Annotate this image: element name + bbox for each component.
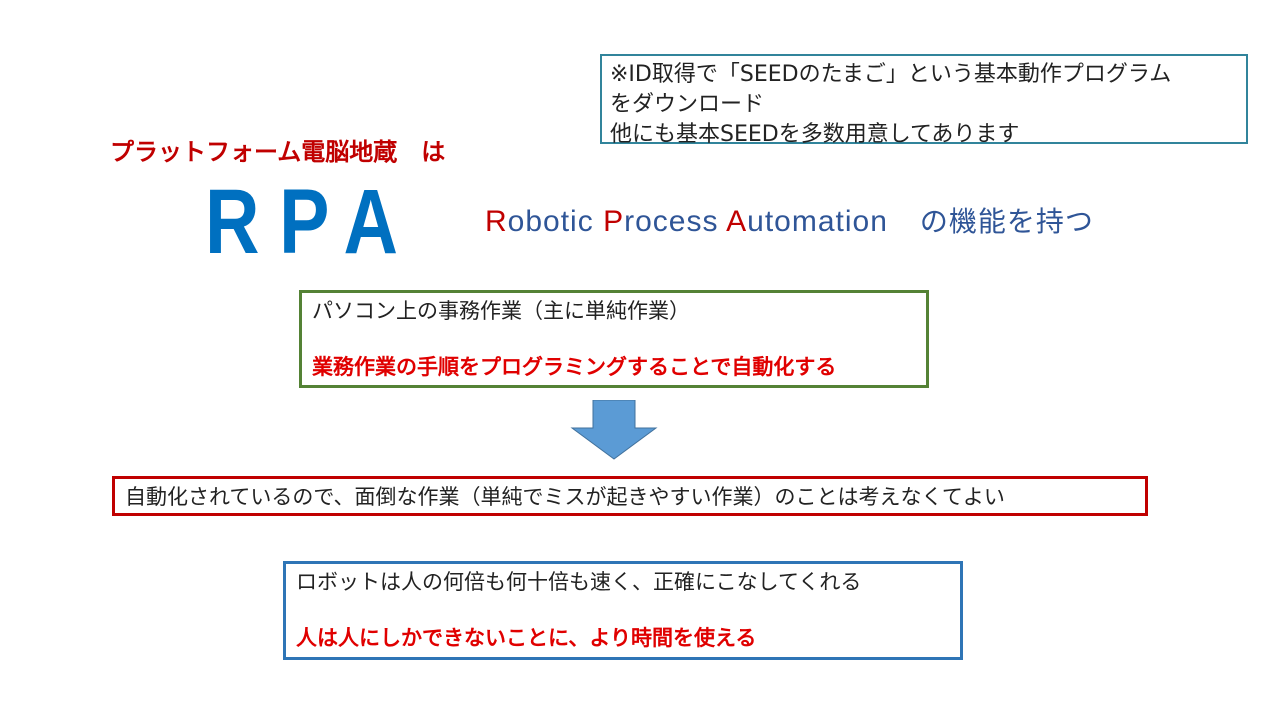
down-arrow-icon [570,400,658,460]
benefit-box: 自動化されているので、面倒な作業（単純でミスが起きやすい作業）のことは考えなくて… [112,476,1148,516]
rpa-full-name: Robotic Process Automation の機能を持つ [485,200,1094,240]
rpa-r-capital: R [485,205,508,238]
rpa-p-capital: P [603,205,625,238]
rpa-r-rest: obotic [507,205,604,238]
benefit-text: 自動化されているので、面倒な作業（単純でミスが起きやすい作業）のことは考えなくて… [125,485,1005,509]
note-line-2: をダウンロード [610,92,765,117]
note-line-1: ※ID取得で「SEEDのたまご」という基本動作プログラム [610,62,1172,87]
task-box: パソコン上の事務作業（主に単純作業） 業務作業の手順をプログラミングすることで自… [299,290,929,388]
robot-box-line-1: ロボットは人の何倍も何十倍も速く、正確にこなしてくれる [296,570,862,594]
rpa-a-rest: utomation [747,205,888,238]
rpa-logo: RPA [205,171,418,273]
rpa-suffix: の機能を持つ [919,205,1094,238]
task-box-line-2: 業務作業の手順をプログラミングすることで自動化する [312,355,837,379]
note-line-3: 他にも基本SEEDを多数用意してあります [610,122,1020,147]
note-box: ※ID取得で「SEEDのたまご」という基本動作プログラム をダウンロード 他にも… [600,54,1248,147]
task-box-line-1: パソコン上の事務作業（主に単純作業） [312,299,690,323]
rpa-p-rest: rocess [624,205,727,238]
headline: プラットフォーム電脳地蔵 は [110,138,446,166]
rpa-a-capital: A [726,205,748,238]
robot-box: ロボットは人の何倍も何十倍も速く、正確にこなしてくれる 人は人にしかできないこと… [283,561,963,660]
robot-box-line-2: 人は人にしかできないことに、より時間を使える [296,626,757,650]
